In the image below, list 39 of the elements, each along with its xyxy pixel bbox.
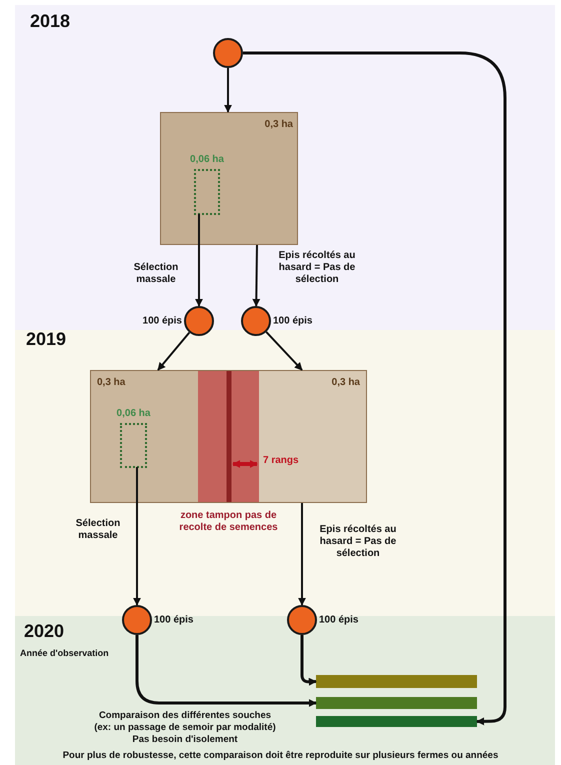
year-heading: 2019	[26, 330, 68, 348]
quantity-label: 100 épis	[142, 314, 182, 328]
arrow	[300, 635, 317, 686]
area-label: zone tampon pas de recolte de semences	[178, 510, 279, 534]
arrow	[195, 214, 203, 307]
arrow	[243, 52, 506, 726]
area-label: 0,3 ha	[332, 376, 360, 390]
edge-label: Sélection massale	[74, 518, 122, 542]
field-plot	[160, 112, 298, 245]
area-label: 0,06 ha	[116, 407, 150, 421]
dimension-label: 7 rangs	[263, 456, 300, 466]
footnote-text: Pour plus de robustesse, cette comparaison doit être reproduite sur plusieurs fermes ou années	[62, 751, 500, 760]
area-label: 0,06 ha	[190, 153, 224, 167]
area-label: 0,3 ha	[264, 118, 293, 132]
edge-label: Sélection massale	[132, 262, 180, 286]
arrow	[136, 635, 317, 707]
strain-strip	[316, 675, 477, 688]
arrow	[252, 244, 260, 307]
strain-strip	[316, 697, 477, 709]
arrow	[133, 467, 141, 606]
note-text: Comparaison des différentes souches	[98, 711, 272, 720]
field-plot	[90, 370, 198, 503]
arrow	[157, 332, 190, 371]
quantity-label: 100 épis	[319, 614, 358, 628]
field-plot	[259, 370, 367, 503]
edge-label: Epis récoltés au hasard = Pas de sélection	[318, 524, 398, 560]
arrow	[224, 68, 232, 113]
year-heading: 2018	[30, 12, 72, 30]
arrow	[298, 503, 306, 606]
subheading: Année d'observation	[20, 649, 110, 658]
year-heading: 2020	[24, 622, 66, 640]
strain-strip	[316, 716, 477, 727]
quantity-label: 100 épis	[273, 314, 312, 328]
quantity-label: 100 épis	[154, 614, 194, 628]
edge-label: Epis récoltés au hasard = Pas de sélection	[278, 250, 356, 286]
note-text: (ex: un passage de semoir par modalité)	[93, 723, 277, 732]
note-text: Pas besoin d'isolement	[131, 735, 239, 744]
area-label: 0,3 ha	[97, 376, 126, 390]
arrow	[266, 331, 303, 371]
